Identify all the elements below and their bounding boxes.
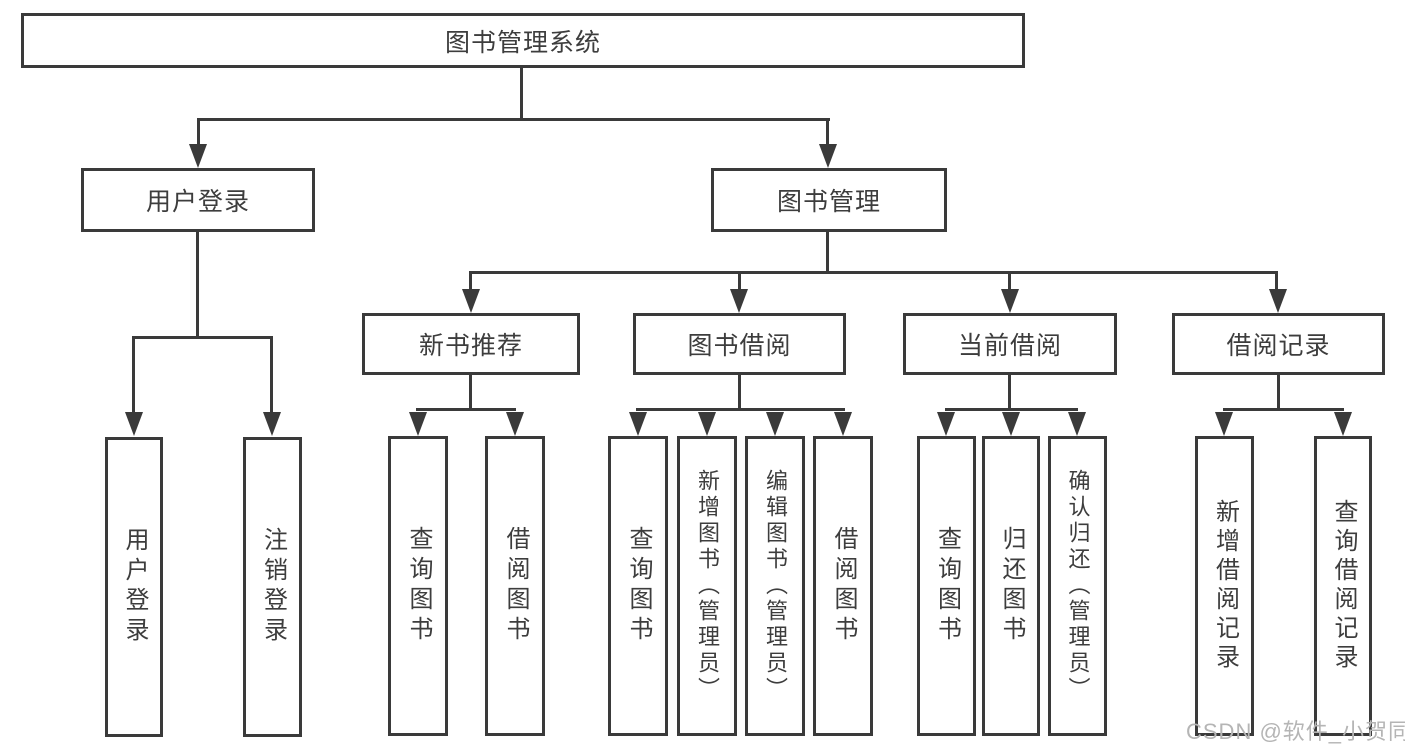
node-current-borrowing-label: 当前借阅 bbox=[957, 332, 1062, 360]
leaf-nbr-query-books: 查询图书 bbox=[388, 436, 448, 736]
leaf-bb-borrow-books: 借阅图书 bbox=[813, 436, 873, 736]
leaf-bb-edit-books-label: 编辑图书（管理员） bbox=[763, 469, 788, 703]
arrowhead-book-borrowing bbox=[730, 289, 748, 313]
connector-drop-user-login bbox=[197, 118, 200, 148]
connector-drop-current-borrowing bbox=[1008, 271, 1011, 291]
connector-new-book-recommend-stub bbox=[469, 375, 472, 408]
arrowhead-current-borrowing bbox=[1001, 289, 1019, 313]
leaf-user-login: 用户登录 bbox=[105, 437, 163, 737]
connector-root-branch bbox=[197, 118, 830, 121]
leaf-bb-borrow-books-label: 借阅图书 bbox=[830, 526, 857, 646]
connector-book-borrowing-branch bbox=[636, 408, 845, 411]
connector-book-management-stub bbox=[826, 232, 829, 271]
leaf-bb-query-books: 查询图书 bbox=[608, 436, 668, 736]
connector-user-login-stub bbox=[196, 232, 199, 336]
leaf-br-add-record-label: 新增借阅记录 bbox=[1211, 499, 1239, 673]
leaf-logout: 注销登录 bbox=[243, 437, 302, 737]
node-book-management-label: 图书管理 bbox=[776, 188, 881, 216]
connector-drop-new-book-recommend bbox=[469, 271, 472, 291]
connector-drop-leaf-login bbox=[132, 336, 135, 414]
arrowhead-cb-return-books bbox=[1002, 412, 1020, 436]
leaf-br-add-record: 新增借阅记录 bbox=[1195, 436, 1254, 736]
connector-drop-book-borrowing bbox=[738, 271, 741, 291]
arrowhead-bb-edit-books bbox=[766, 412, 784, 436]
node-new-book-recommend-label: 新书推荐 bbox=[418, 332, 523, 360]
node-user-login: 用户登录 bbox=[81, 168, 315, 232]
node-new-book-recommend: 新书推荐 bbox=[362, 313, 580, 375]
connector-drop-book-management bbox=[826, 118, 829, 148]
node-root-label: 图书管理系统 bbox=[444, 28, 601, 57]
leaf-cb-query-books-label: 查询图书 bbox=[933, 526, 961, 646]
arrowhead-nbr-query-books bbox=[409, 412, 427, 436]
leaf-cb-return-books-label: 归还图书 bbox=[998, 526, 1025, 646]
node-current-borrowing: 当前借阅 bbox=[903, 313, 1117, 375]
leaf-bb-query-books-label: 查询图书 bbox=[625, 526, 652, 646]
connector-borrowing-records-stub bbox=[1277, 375, 1280, 408]
arrowhead-bb-add-books bbox=[698, 412, 716, 436]
leaf-cb-return-books: 归还图书 bbox=[982, 436, 1040, 736]
arrowhead-leaf-login bbox=[125, 412, 143, 436]
leaf-bb-add-books: 新增图书（管理员） bbox=[677, 436, 737, 736]
leaf-nbr-borrow-books: 借阅图书 bbox=[485, 436, 545, 736]
leaf-bb-add-books-label: 新增图书（管理员） bbox=[695, 469, 720, 703]
leaf-cb-query-books: 查询图书 bbox=[917, 436, 976, 736]
connector-new-book-recommend-branch bbox=[416, 408, 516, 411]
connector-user-login-branch bbox=[132, 336, 272, 339]
arrowhead-nbr-borrow-books bbox=[506, 412, 524, 436]
connector-borrowing-records-branch bbox=[1223, 408, 1344, 411]
arrowhead-book-management bbox=[819, 144, 837, 168]
connector-root-stub bbox=[520, 68, 523, 118]
arrowhead-bb-query-books bbox=[629, 412, 647, 436]
leaf-user-login-label: 用户登录 bbox=[121, 527, 148, 647]
arrowhead-user-login bbox=[189, 144, 207, 168]
connector-book-borrowing-stub bbox=[738, 375, 741, 408]
node-root: 图书管理系统 bbox=[21, 13, 1025, 68]
leaf-br-query-record-label: 查询借阅记录 bbox=[1330, 499, 1357, 673]
arrowhead-borrowing-records bbox=[1269, 289, 1287, 313]
connector-book-management-branch bbox=[469, 271, 1278, 274]
arrowhead-cb-confirm-return bbox=[1068, 412, 1086, 436]
leaf-nbr-borrow-books-label: 借阅图书 bbox=[502, 526, 529, 646]
leaf-cb-confirm-return: 确认归还（管理员） bbox=[1048, 436, 1107, 736]
arrowhead-br-query-record bbox=[1334, 412, 1352, 436]
arrowhead-new-book-recommend bbox=[462, 289, 480, 313]
arrowhead-bb-borrow-books bbox=[834, 412, 852, 436]
connector-current-borrowing-branch bbox=[945, 408, 1078, 411]
csdn-watermark: CSDN @软件_小贺同学 bbox=[1186, 719, 1405, 744]
node-book-borrowing: 图书借阅 bbox=[633, 313, 846, 375]
leaf-cb-confirm-return-label: 确认归还（管理员） bbox=[1065, 469, 1091, 703]
leaf-nbr-query-books-label: 查询图书 bbox=[405, 526, 432, 646]
arrowhead-br-add-record bbox=[1215, 412, 1233, 436]
arrowhead-leaf-logout bbox=[263, 412, 281, 436]
leaf-br-query-record: 查询借阅记录 bbox=[1314, 436, 1372, 736]
node-borrowing-records-label: 借阅记录 bbox=[1226, 332, 1331, 360]
arrowhead-cb-query-books bbox=[937, 412, 955, 436]
connector-current-borrowing-stub bbox=[1008, 375, 1011, 408]
node-user-login-label: 用户登录 bbox=[145, 188, 250, 216]
node-borrowing-records: 借阅记录 bbox=[1172, 313, 1385, 375]
leaf-logout-label: 注销登录 bbox=[259, 527, 287, 647]
connector-drop-borrowing-records bbox=[1275, 271, 1278, 291]
leaf-bb-edit-books: 编辑图书（管理员） bbox=[745, 436, 805, 736]
node-book-borrowing-label: 图书借阅 bbox=[687, 332, 792, 360]
node-book-management: 图书管理 bbox=[711, 168, 947, 232]
connector-drop-leaf-logout bbox=[270, 336, 273, 414]
